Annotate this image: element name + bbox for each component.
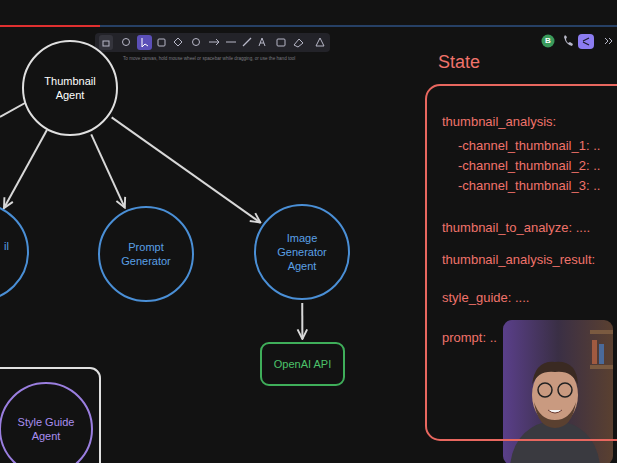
rect-icon xyxy=(158,39,165,46)
state-field: -channel_thumbnail_3: .. xyxy=(458,178,600,194)
eraser-icon xyxy=(294,39,303,47)
avatar-initial: B xyxy=(542,35,554,47)
panel-outline xyxy=(426,85,617,440)
circle-outline xyxy=(99,207,193,301)
hand-icon xyxy=(123,39,130,46)
node-label: Image Generator Agent xyxy=(267,231,337,274)
share-button xyxy=(578,34,594,49)
node-label: Thumbnail Agent xyxy=(35,74,105,103)
state-field: thumbnail_analysis_result: xyxy=(442,252,595,268)
person-beard xyxy=(534,402,576,428)
node-outline xyxy=(22,40,118,136)
circle-outline xyxy=(23,41,117,135)
node-label: Prompt Generator xyxy=(111,240,181,269)
node-outline xyxy=(98,206,194,302)
arrow-connector xyxy=(112,117,261,222)
person-hair xyxy=(532,362,578,385)
state-field: thumbnail_analysis: xyxy=(442,114,556,130)
panel-heading: State xyxy=(438,52,480,74)
hint-text: To move canvas, hold mouse wheel or spac… xyxy=(123,56,295,62)
book xyxy=(592,340,597,364)
agent-circle: Style Guide Agent xyxy=(0,382,93,463)
glasses xyxy=(558,383,572,397)
agent-circle: Prompt Generator xyxy=(98,206,194,302)
connector-offscreen xyxy=(0,103,25,117)
state-field: -channel_thumbnail_2: .. xyxy=(458,158,600,174)
partial-node-label: il xyxy=(4,240,9,253)
state-field: thumbnail_to_analyze: .... xyxy=(442,220,590,236)
ellipse-icon xyxy=(193,39,200,46)
rect-outline xyxy=(261,343,344,385)
state-field: style_guide: .... xyxy=(442,290,529,306)
state-field: prompt: .. xyxy=(442,330,497,346)
progress-bar xyxy=(0,25,100,27)
progress-track xyxy=(100,26,617,27)
arrow-icon xyxy=(209,39,219,45)
state-field: -channel_thumbnail_1: .. xyxy=(458,138,600,154)
state-panel: State thumbnail_analysis: -channel_thumbna… xyxy=(425,48,617,441)
node-label: Style Guide Agent xyxy=(12,415,80,444)
arrow-connector xyxy=(91,134,125,207)
image-icon xyxy=(277,39,285,46)
node-label: OpenAI API xyxy=(274,357,331,371)
toolbar xyxy=(95,33,330,52)
node-outline xyxy=(425,48,617,441)
agent-circle: Thumbnail Agent xyxy=(22,40,118,136)
pointer-icon xyxy=(142,38,148,47)
avatar-dot xyxy=(542,35,555,48)
smile xyxy=(548,410,562,413)
api-box: OpenAI API xyxy=(260,342,345,386)
more-tools-icon xyxy=(316,38,324,46)
group-frame xyxy=(0,368,100,463)
partial-circle xyxy=(0,204,28,300)
shelf xyxy=(590,365,613,369)
share-icon xyxy=(583,38,589,45)
circle-outline xyxy=(255,205,349,299)
selected-tool xyxy=(137,35,152,50)
glasses xyxy=(538,383,552,397)
lock-icon xyxy=(103,41,109,46)
arrow-connector xyxy=(301,303,303,339)
text-icon xyxy=(259,38,265,46)
lock-button xyxy=(99,35,113,50)
webcam-overlay xyxy=(503,320,613,463)
webcam-background xyxy=(503,320,613,463)
diamond-icon xyxy=(174,38,182,46)
connector-offscreen xyxy=(4,130,47,208)
collapse-icon xyxy=(605,38,612,44)
pen-icon xyxy=(243,38,251,46)
phone-icon xyxy=(564,35,573,46)
circle-outline xyxy=(0,383,92,463)
book xyxy=(599,344,604,364)
line-icon xyxy=(226,42,236,43)
shelf xyxy=(590,330,613,334)
agent-circle: Image Generator Agent xyxy=(254,204,350,300)
